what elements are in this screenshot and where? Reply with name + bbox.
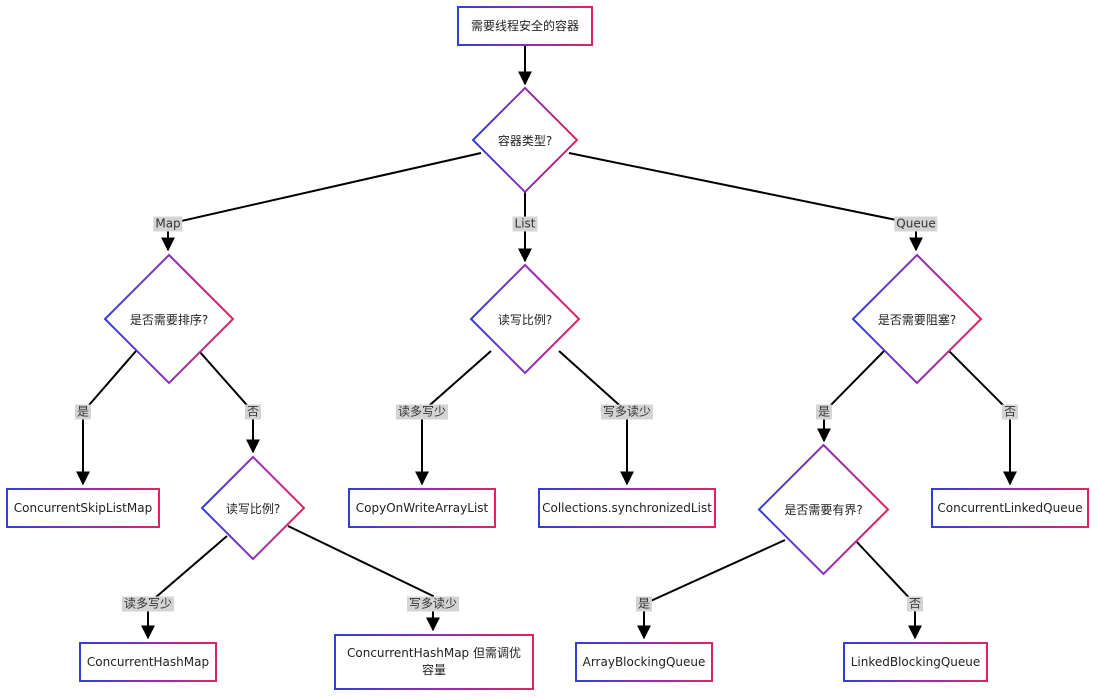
node-concurrent-hashmap: ConcurrentHashMap — [79, 642, 217, 682]
node-concurrent-linked-queue: ConcurrentLinkedQueue — [931, 488, 1089, 528]
edge-label-sort-no: 否 — [244, 404, 262, 420]
edge-type-to-map — [161, 152, 482, 252]
edge-label-queue: Queue — [894, 216, 938, 232]
edge-label-map-write: 写多读少 — [406, 596, 460, 612]
edge-label-bound-yes: 是 — [635, 596, 653, 612]
node-array-blocking-queue: ArrayBlockingQueue — [575, 642, 713, 682]
node-block-decision: 是否需要阻塞? — [851, 253, 983, 385]
diamond-shape — [471, 86, 579, 194]
node-synchronized-list: Collections.synchronizedList — [538, 488, 716, 528]
node-cow-label: CopyOnWriteArrayList — [355, 500, 489, 515]
node-chm-label: ConcurrentHashMap — [86, 654, 210, 669]
node-list-rw-decision: 读写比例? — [469, 263, 581, 375]
edge-label-sort-yes: 是 — [74, 404, 92, 420]
edge-type-to-queue — [568, 152, 923, 252]
node-bound-label: 是否需要有界? — [784, 503, 863, 517]
node-type-decision: 容器类型? — [471, 86, 579, 194]
node-block-label: 是否需要阻塞? — [877, 312, 957, 327]
node-start-label: 需要线程安全的容器 — [470, 18, 579, 33]
node-chm-tune-line2: 容量 — [421, 663, 446, 677]
diamond-shape — [851, 253, 983, 385]
node-map-rw-decision: 读写比例? — [200, 455, 306, 561]
edge-maprw-write — [287, 525, 440, 632]
node-lbq-label: LinkedBlockingQueue — [850, 654, 981, 669]
diamond-shape — [757, 443, 890, 576]
node-list-rw-label: 读写比例? — [497, 312, 553, 327]
node-concurrent-hashmap-tuned: ConcurrentHashMap 但需调优 容量 — [334, 634, 534, 690]
node-clq-label: ConcurrentLinkedQueue — [937, 500, 1083, 515]
node-chm-tune-line1: ConcurrentHashMap 但需调优 — [347, 646, 521, 660]
edge-label-bound-no: 否 — [906, 596, 924, 612]
node-sort-decision: 是否需要排序? — [103, 253, 235, 385]
edge-label-block-yes: 是 — [815, 404, 833, 420]
node-abq-label: ArrayBlockingQueue — [582, 654, 706, 669]
edge-label-list-read: 读多写少 — [395, 404, 449, 420]
node-type-label: 容器类型? — [497, 133, 553, 148]
node-map-rw-label: 读写比例? — [225, 501, 281, 516]
node-concurrent-skiplist-map: ConcurrentSkipListMap — [6, 488, 160, 528]
edge-label-list-write: 写多读少 — [600, 404, 654, 420]
node-synclist-label: Collections.synchronizedList — [542, 500, 712, 515]
node-bound-decision: 是否需要有界? — [757, 443, 890, 576]
node-copy-on-write-array-list: CopyOnWriteArrayList — [348, 488, 496, 528]
node-linked-blocking-queue: LinkedBlockingQueue — [843, 642, 988, 682]
node-start: 需要线程安全的容器 — [457, 6, 593, 46]
node-sort-label: 是否需要排序? — [129, 312, 209, 327]
edge-label-list: List — [512, 216, 538, 232]
diamond-shape — [200, 455, 306, 561]
edge-label-block-no: 否 — [1001, 404, 1019, 420]
edge-label-map-read: 读多写少 — [121, 596, 175, 612]
node-skiplist-label: ConcurrentSkipListMap — [13, 500, 153, 515]
edge-label-map: Map — [153, 216, 183, 232]
diamond-shape — [103, 253, 235, 385]
diamond-shape — [469, 263, 581, 375]
